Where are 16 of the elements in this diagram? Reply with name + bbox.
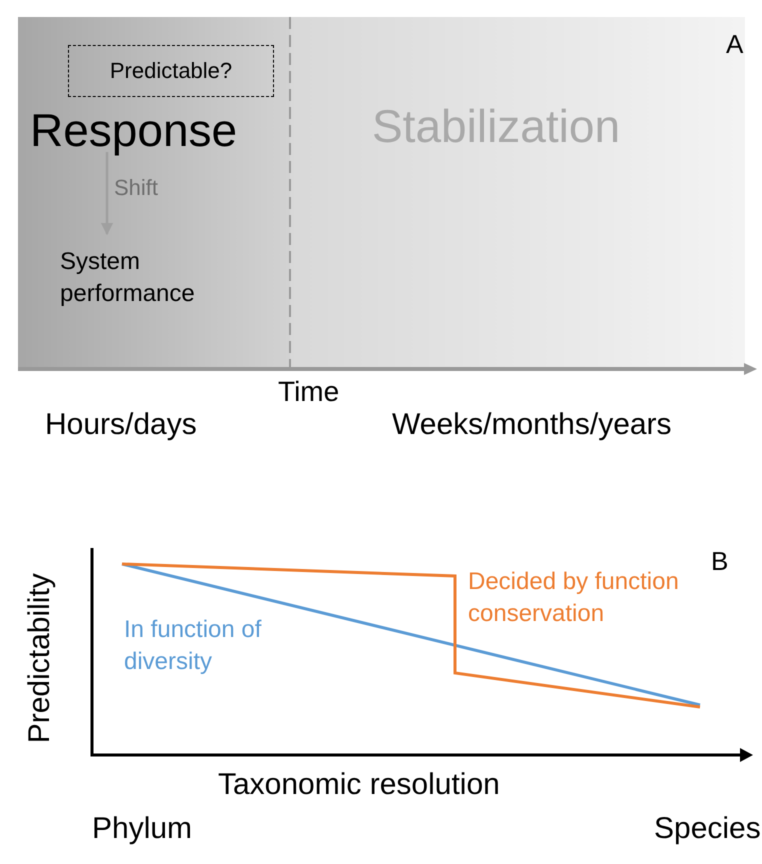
axis-title: Predictability [22, 572, 57, 743]
axis-end-label: Weeks/months/years [392, 408, 672, 442]
panel-letter: A [726, 30, 744, 60]
panel-letter: B [711, 547, 728, 577]
edge-label: Shift [114, 175, 158, 200]
axis-title: Time [278, 376, 340, 408]
line-label: Decided by function conservation [468, 567, 680, 629]
question-box: Predictable? [68, 45, 274, 97]
axis-end-label: Hours/days [45, 408, 197, 442]
line-label: In function of diversity [124, 615, 262, 677]
phase-heading: Stabilization [372, 100, 620, 153]
axis-title: Taxonomic resolution [218, 768, 500, 802]
axis-end-label: Phylum [92, 812, 192, 846]
phase-heading: Response [30, 104, 272, 156]
outcome-text: System performance [60, 234, 250, 314]
axis-end-label: Species [654, 812, 761, 846]
